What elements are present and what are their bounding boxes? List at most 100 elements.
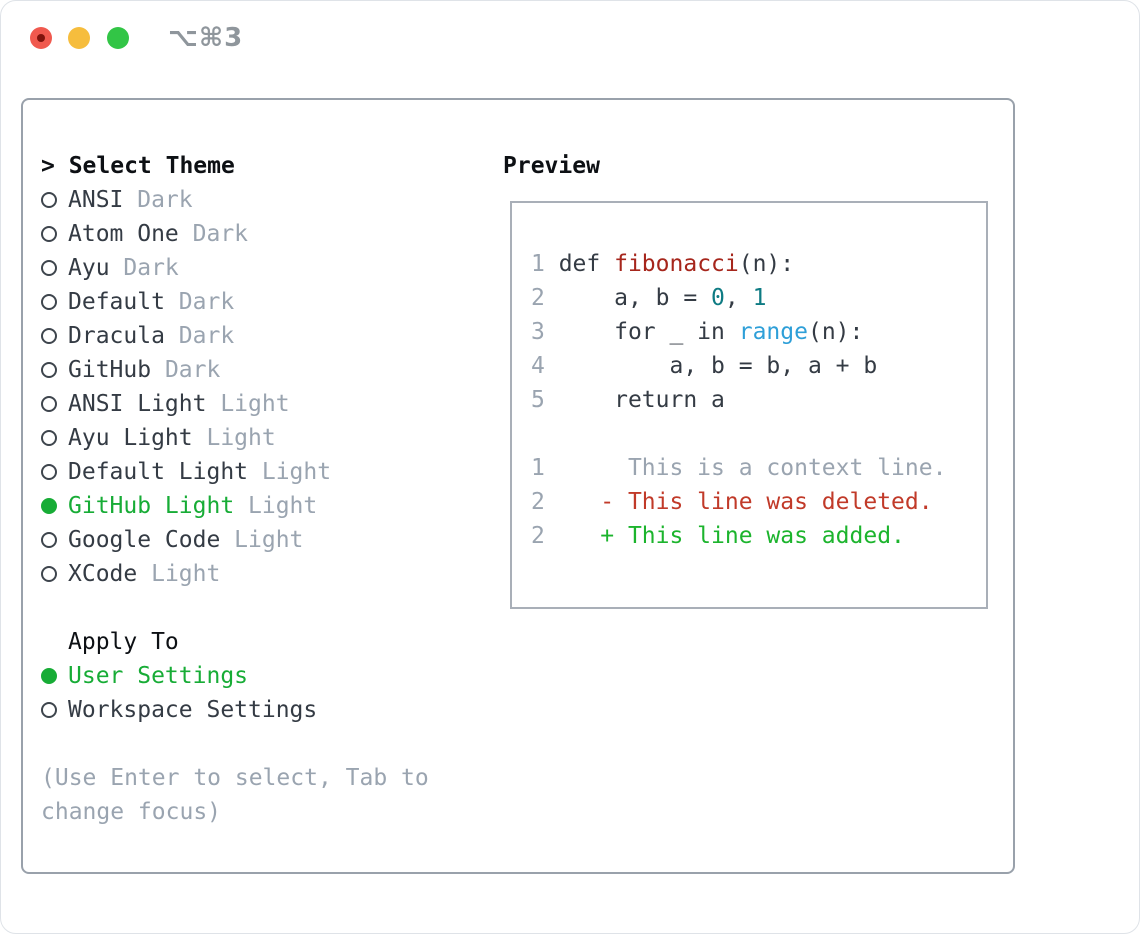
line-number: 1 [531, 455, 545, 481]
line-number: 3 [531, 319, 545, 345]
radio-cell [41, 328, 68, 344]
preview-line: 4 a, b = b, a + b [531, 353, 986, 387]
radio-cell [41, 260, 68, 276]
close-dot-icon [37, 34, 45, 42]
code-token: , [724, 285, 753, 311]
preview-line: 5 return a [531, 387, 986, 421]
line-number: 1 [531, 251, 545, 277]
theme-name: Default Light [68, 459, 249, 485]
preview-line [531, 421, 986, 455]
theme-variant: Light [261, 459, 332, 485]
theme-variant: Light [220, 391, 290, 417]
radio-icon [41, 532, 57, 548]
radio-cell [41, 566, 68, 582]
preview-line: 2 a, b = 0, 1 [531, 285, 986, 319]
radio-cell [41, 362, 68, 378]
theme-variant: Dark [164, 357, 221, 383]
apply-option[interactable]: User Settings [41, 659, 429, 693]
apply-option-name: Workspace Settings [68, 697, 318, 723]
theme-variant: Light [151, 561, 221, 587]
preview-line: 2 - This line was deleted. [531, 489, 986, 523]
radio-cell [41, 498, 68, 514]
theme-variant: Light [206, 425, 276, 451]
theme-name: GitHub Light [68, 493, 235, 519]
radio-cell [41, 192, 68, 208]
line-number: 5 [531, 387, 545, 413]
apply-option[interactable]: Workspace Settings [41, 693, 429, 727]
radio-cell [41, 396, 68, 412]
theme-name: Atom One [68, 221, 179, 247]
theme-name: Ayu [68, 255, 110, 281]
theme-item[interactable]: Google Code Light [41, 523, 429, 557]
preview-line: 3 for _ in range(n): [531, 319, 986, 353]
code-token: 0 [711, 285, 725, 311]
code-token: This is a context line. [544, 455, 947, 481]
theme-variant: Dark [178, 323, 235, 349]
window-shortcut-label: ⌥⌘3 [168, 23, 244, 53]
theme-item[interactable]: Ayu Dark [41, 251, 429, 285]
theme-name: Google Code [68, 527, 221, 553]
minimize-button[interactable] [68, 27, 90, 49]
code-token: range [738, 319, 808, 345]
code-token: (n): [738, 251, 795, 277]
theme-variant: Dark [123, 255, 179, 281]
help-line-2: change focus) [41, 799, 222, 825]
preview-line: 1 This is a context line. [531, 455, 986, 489]
code-token: + This line was added. [544, 523, 905, 549]
line-number: 2 [531, 489, 545, 515]
apply-option-name: User Settings [68, 663, 249, 689]
theme-name: ANSI [68, 187, 124, 213]
radio-icon [41, 226, 57, 242]
help-text: (Use Enter to select, Tab to change focu… [41, 761, 429, 829]
radio-icon [41, 702, 57, 718]
theme-variant: Dark [178, 289, 235, 315]
preview-title: Preview [503, 153, 600, 179]
code-token: a, b = b, a + b [544, 353, 878, 379]
theme-item[interactable]: GitHub Dark [41, 353, 429, 387]
cursor-prefix: > [41, 153, 55, 179]
theme-item[interactable]: GitHub Light Light [41, 489, 429, 523]
radio-icon [41, 192, 57, 208]
radio-icon [41, 396, 57, 412]
theme-variant: Dark [192, 221, 249, 247]
preview-line: 2 + This line was added. [531, 523, 986, 557]
radio-icon [41, 464, 57, 480]
select-theme-title: >Select Theme [41, 149, 429, 183]
code-token: for _ in [544, 319, 739, 345]
radio-icon [41, 566, 57, 582]
close-button[interactable] [30, 27, 52, 49]
radio-cell [41, 226, 68, 242]
preview-line: 1 def fibonacci(n): [531, 251, 986, 285]
code-token: (n): [807, 319, 864, 345]
theme-variant: Light [248, 493, 318, 519]
theme-item[interactable]: Default Light Light [41, 455, 429, 489]
radio-icon [41, 430, 57, 446]
radio-icon [41, 294, 57, 310]
line-number: 2 [531, 285, 545, 311]
radio-icon [41, 260, 57, 276]
theme-variant: Dark [137, 187, 193, 213]
theme-item[interactable]: Atom One Dark [41, 217, 429, 251]
theme-name: GitHub [68, 357, 152, 383]
radio-cell [41, 532, 68, 548]
theme-variant: Light [234, 527, 304, 553]
line-number: 2 [531, 523, 545, 549]
code-token: a, b = [544, 285, 712, 311]
theme-item[interactable]: ANSI Dark [41, 183, 429, 217]
code-token: fibonacci [614, 251, 739, 277]
zoom-button[interactable] [107, 27, 129, 49]
apply-to-title: Apply To [68, 629, 179, 655]
code-token: - This line was deleted. [544, 489, 933, 515]
